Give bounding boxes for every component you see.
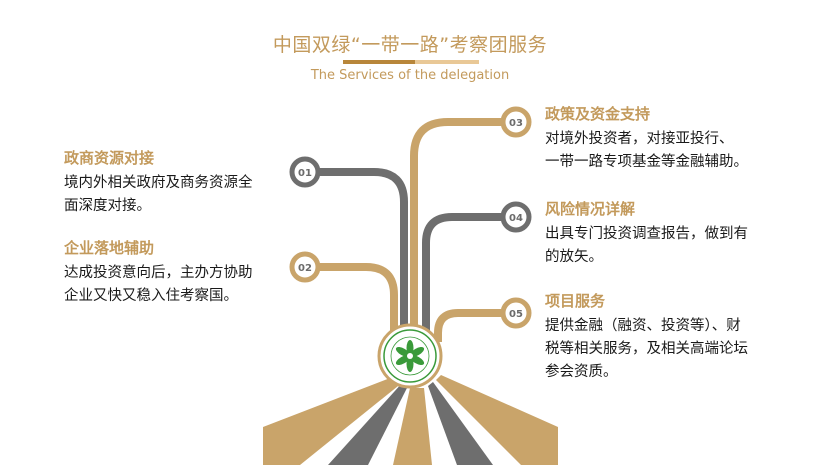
badge-01-number: 01 xyxy=(298,168,312,179)
page-subtitle: The Services of the delegation xyxy=(310,68,510,83)
service-desc-04-line-1: 出具专门投资调查报告，做到有 xyxy=(545,226,748,242)
branch-04-line xyxy=(422,213,503,340)
badge-05-number: 05 xyxy=(509,309,523,320)
branch-05-line xyxy=(434,309,503,342)
fan-stripe-5 xyxy=(436,375,558,465)
service-item-05: 项目服务 提供金融（融资、投资等）、财 税等相关服务，及相关高端论坛 参会资质。 xyxy=(545,291,810,384)
green-flower-seal-icon xyxy=(377,323,443,389)
service-item-02: 企业落地辅助 达成投资意向后，主办方协助 企业又快又稳入住考察国。 xyxy=(64,238,289,308)
badge-02: 02 xyxy=(289,251,321,283)
service-desc-05-line-3: 参会资质。 xyxy=(545,364,618,380)
title-underline-light xyxy=(415,60,479,64)
service-title-05: 项目服务 xyxy=(545,292,606,310)
fan-stripe-2 xyxy=(328,382,408,465)
service-desc-03-line-2: 一带一路专项基金等金融辅助。 xyxy=(545,154,748,170)
service-title-04: 风险情况详解 xyxy=(545,200,636,218)
badge-04-number: 04 xyxy=(509,213,523,224)
service-desc-05-line-2: 税等相关服务，及相关高端论坛 xyxy=(545,341,748,357)
service-desc-05-line-1: 提供金融（融资、投资等）、财 xyxy=(545,318,741,334)
page-title: 中国双绿“一带一路”考察团服务 xyxy=(272,34,548,56)
fan-stripe-4 xyxy=(428,382,493,465)
service-title-03: 政策及资金支持 xyxy=(545,105,651,123)
service-title-02: 企业落地辅助 xyxy=(64,239,155,257)
service-desc-03-line-1: 对境外投资者，对接亚投行、 xyxy=(545,131,734,147)
title-underline-dark xyxy=(343,60,415,64)
badge-04: 04 xyxy=(500,201,532,233)
badge-02-number: 02 xyxy=(298,263,312,274)
service-desc-01-line-2: 面深度对接。 xyxy=(64,198,151,214)
service-item-03: 政策及资金支持 对境外投资者，对接亚投行、 一带一路专项基金等金融辅助。 xyxy=(545,104,805,174)
service-title-01: 政商资源对接 xyxy=(64,149,155,167)
branch-02-line xyxy=(318,263,398,340)
branch-01-line xyxy=(318,168,408,340)
badge-03-number: 03 xyxy=(509,118,523,129)
fan-stripe-1 xyxy=(263,375,403,465)
service-desc-01-line-1: 境内外相关政府及商务资源全 xyxy=(64,175,253,191)
badge-01: 01 xyxy=(289,156,321,188)
service-item-01: 政商资源对接 境内外相关政府及商务资源全 面深度对接。 xyxy=(64,148,289,218)
badge-03: 03 xyxy=(500,106,532,138)
service-desc-04-line-2: 的放矢。 xyxy=(545,249,603,265)
branch-03-line xyxy=(410,118,503,340)
service-desc-02-line-2: 企业又快又稳入住考察国。 xyxy=(64,288,238,304)
service-desc-02-line-1: 达成投资意向后，主办方协助 xyxy=(64,265,253,281)
fan-stripe-3 xyxy=(393,388,432,465)
service-item-04: 风险情况详解 出具专门投资调查报告，做到有 的放矢。 xyxy=(545,199,805,269)
badge-05: 05 xyxy=(500,297,532,329)
